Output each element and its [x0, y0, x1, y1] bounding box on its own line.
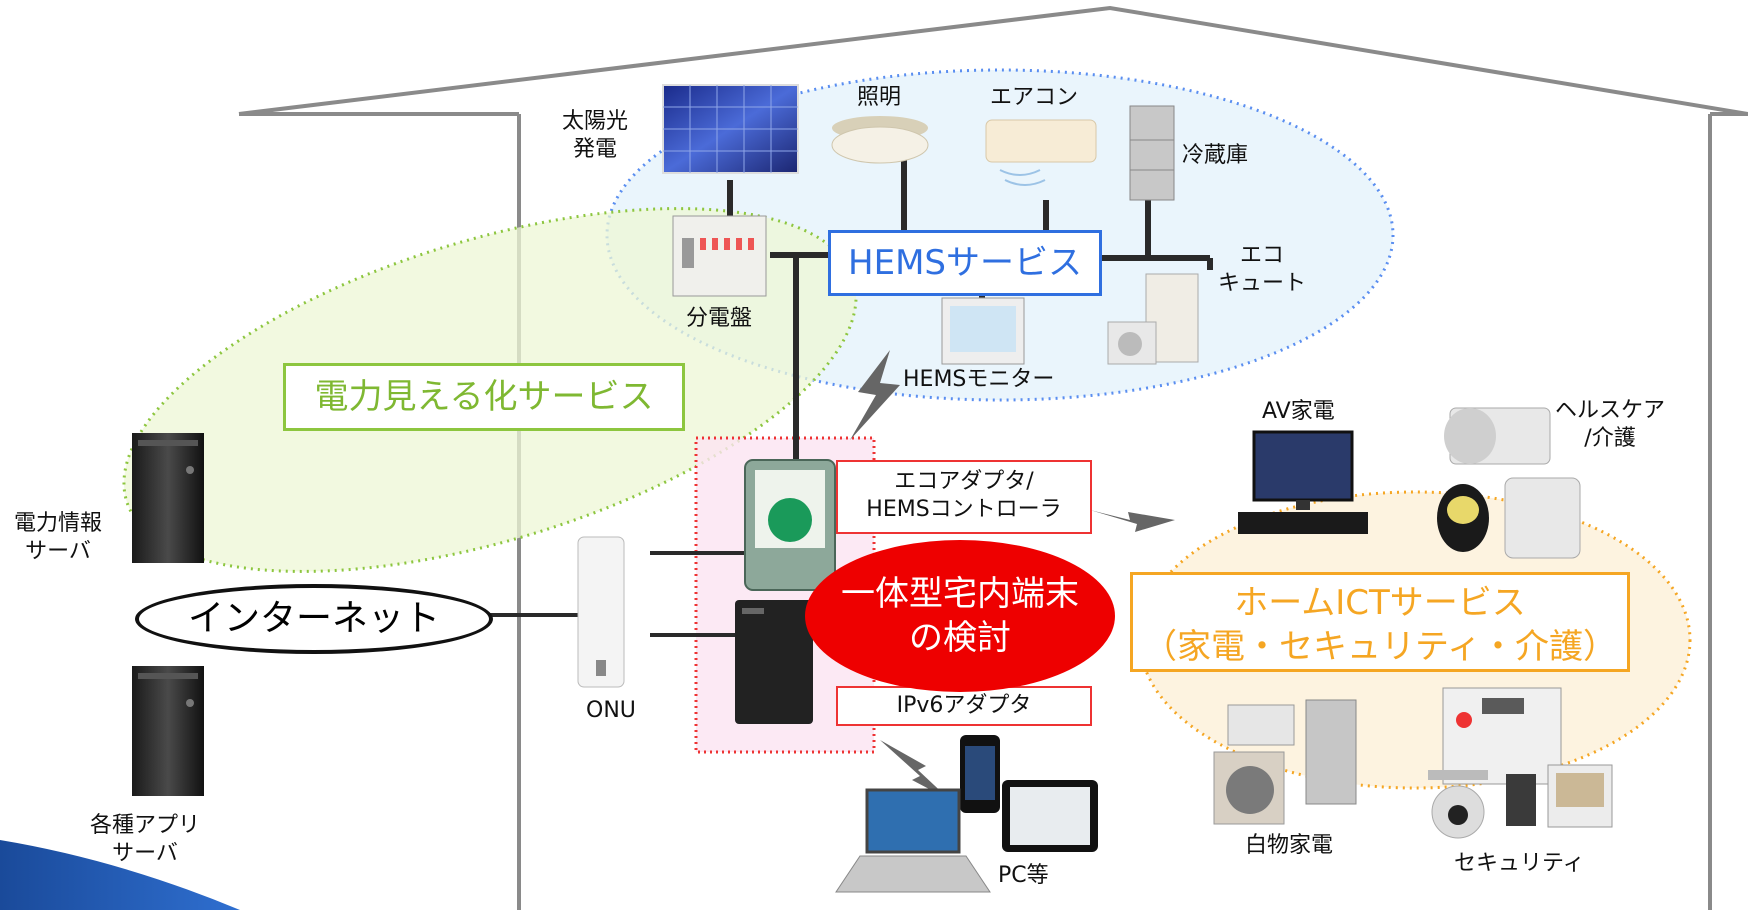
scale-icon — [1504, 477, 1581, 559]
label-app-server: 各種アプリサーバ — [90, 813, 201, 866]
washing-machine-icon — [1213, 751, 1285, 825]
label-panel: 分電盤 — [686, 306, 753, 331]
onu-icon — [577, 536, 625, 688]
home-ict-title: ホームICTサービス — [1234, 583, 1526, 623]
label-onu: ONU — [586, 698, 636, 723]
ecocute-icon — [1107, 273, 1199, 365]
label-aircon: エアコン — [990, 85, 1079, 110]
security-camera-icon — [1428, 770, 1488, 839]
distribution-panel-icon — [672, 215, 767, 297]
label-power-server: 電力情報サーバ — [14, 511, 103, 564]
internet-ellipse: インターネット — [135, 584, 493, 654]
label-av: AV家電 — [1262, 399, 1335, 424]
air-conditioner-icon — [985, 119, 1097, 186]
ipv6-adapter-icon — [735, 600, 813, 724]
integrated-terminal-ellipse: 一体型宅内端末 の検討 — [805, 540, 1115, 692]
label-solar: 太陽光発電 — [562, 109, 629, 162]
pedometer-icon — [1437, 484, 1489, 552]
power-info-server-icon — [132, 433, 204, 563]
ipv6-adapter-label-box: IPv6アダプタ — [836, 686, 1092, 726]
label-pc: PC等 — [998, 863, 1049, 888]
white-fridge-icon — [1305, 699, 1357, 805]
visualization-service-box: 電力見える化サービス — [283, 363, 685, 431]
network-lines — [489, 551, 745, 637]
hems-monitor-icon — [941, 297, 1025, 365]
home-ict-service-box: ホームICTサービス （家電・セキュリティ・介護） — [1130, 572, 1630, 672]
eco-adapter-label-box: エコアダプタ/ HEMSコントローラ — [836, 460, 1092, 534]
ceiling-light-icon — [831, 116, 929, 164]
app-server-icon — [132, 666, 204, 796]
smartphone-icon — [960, 735, 1000, 813]
microwave-icon — [1227, 704, 1295, 746]
eco-adapter-icon — [744, 459, 836, 591]
tv-icon — [1238, 430, 1368, 534]
eco-adapter-line1: エコアダプタ/ — [894, 469, 1034, 494]
security-panel-icon — [1442, 687, 1562, 785]
label-security: セキュリティ — [1454, 851, 1585, 876]
wireless-link-icon — [850, 350, 1175, 800]
solar-panel-icon — [662, 84, 799, 174]
label-fridge: 冷蔵庫 — [1182, 143, 1249, 168]
integrated-line2: の検討 — [909, 618, 1011, 658]
home-ict-subtitle: （家電・セキュリティ・介護） — [1143, 627, 1617, 667]
label-hems-monitor: HEMSモニター — [903, 367, 1055, 392]
refrigerator-icon — [1129, 105, 1175, 201]
label-white-goods: 白物家電 — [1245, 833, 1334, 858]
integrated-line1: 一体型宅内端末 — [841, 574, 1079, 614]
eco-adapter-line2: HEMSコントローラ — [866, 497, 1062, 522]
label-lighting: 照明 — [857, 85, 902, 110]
label-ecocute: エコキュート — [1218, 243, 1307, 296]
hems-service-box: HEMSサービス — [828, 230, 1102, 296]
blood-pressure-monitor-icon — [1444, 407, 1551, 465]
corner-decoration — [0, 840, 240, 910]
intercom-icon — [1506, 764, 1613, 828]
label-healthcare: ヘルスケア/介護 — [1555, 398, 1666, 451]
laptop-icon — [835, 788, 991, 893]
tablet-icon — [1002, 780, 1098, 852]
